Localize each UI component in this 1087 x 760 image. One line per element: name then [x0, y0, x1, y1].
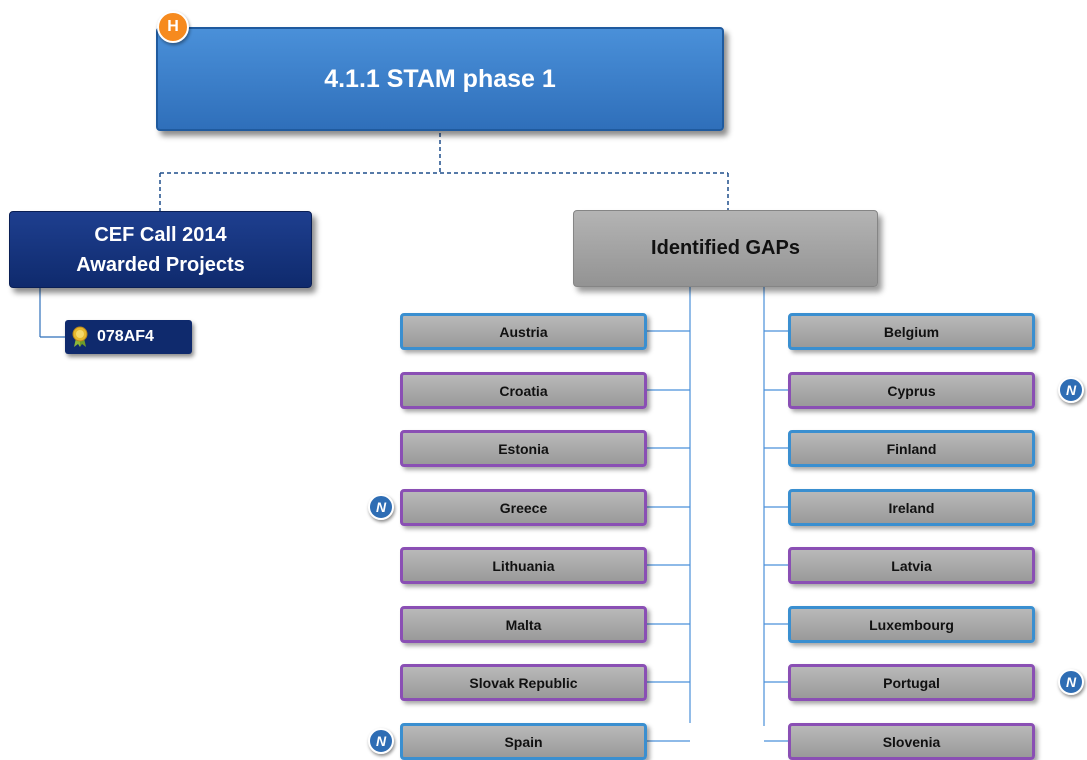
- country-topic-luxembourg[interactable]: Luxembourg: [788, 606, 1035, 643]
- country-label: Malta: [505, 616, 542, 633]
- project-label: 078AF4: [97, 328, 154, 345]
- country-topic-slovenia[interactable]: Slovenia: [788, 723, 1035, 760]
- cef-title-line2: Awarded Projects: [76, 253, 245, 276]
- cef-call-topic[interactable]: CEF Call 2014 Awarded Projects: [9, 211, 312, 288]
- country-label: Austria: [499, 323, 548, 340]
- n-badge-icon: N: [368, 494, 394, 520]
- country-topic-slovak-republic[interactable]: Slovak Republic: [400, 664, 647, 701]
- country-label: Luxembourg: [869, 616, 954, 633]
- country-label: Lithuania: [492, 557, 555, 574]
- country-label: Slovak Republic: [469, 674, 578, 691]
- country-label: Croatia: [499, 382, 548, 399]
- country-label: Cyprus: [887, 382, 936, 399]
- n-badge-icon: N: [368, 728, 394, 754]
- country-label: Finland: [886, 440, 937, 457]
- country-label: Greece: [499, 499, 548, 516]
- cef-title-line1: CEF Call 2014: [94, 223, 227, 246]
- country-label: Ireland: [888, 499, 935, 516]
- country-label: Belgium: [883, 323, 940, 340]
- n-badge-icon: N: [1058, 377, 1084, 403]
- country-label: Portugal: [883, 674, 940, 691]
- country-topic-lithuania[interactable]: Lithuania: [400, 547, 647, 584]
- gaps-title: Identified GAPs: [651, 237, 800, 259]
- h-badge-icon: H: [157, 11, 189, 43]
- country-topic-croatia[interactable]: Croatia: [400, 372, 647, 409]
- country-topic-ireland[interactable]: Ireland: [788, 489, 1035, 526]
- country-topic-finland[interactable]: Finland: [788, 430, 1035, 467]
- country-label: Latvia: [891, 557, 932, 574]
- identified-gaps-topic[interactable]: Identified GAPs: [573, 210, 878, 287]
- root-topic[interactable]: 4.1.1 STAM phase 1: [156, 27, 724, 131]
- country-topic-latvia[interactable]: Latvia: [788, 547, 1035, 584]
- country-label: Estonia: [498, 440, 549, 457]
- country-topic-austria[interactable]: Austria: [400, 313, 647, 350]
- n-badge-icon: N: [1058, 669, 1084, 695]
- country-topic-spain[interactable]: Spain: [400, 723, 647, 760]
- root-title: 4.1.1 STAM phase 1: [324, 64, 556, 93]
- country-topic-portugal[interactable]: Portugal: [788, 664, 1035, 701]
- country-topic-belgium[interactable]: Belgium: [788, 313, 1035, 350]
- award-ribbon-icon: [72, 326, 88, 347]
- country-topic-greece[interactable]: Greece: [400, 489, 647, 526]
- project-topic[interactable]: 078AF4: [65, 320, 192, 354]
- country-label: Slovenia: [882, 733, 941, 750]
- country-topic-estonia[interactable]: Estonia: [400, 430, 647, 467]
- country-topic-malta[interactable]: Malta: [400, 606, 647, 643]
- country-label: Spain: [504, 733, 543, 750]
- country-topic-cyprus[interactable]: Cyprus: [788, 372, 1035, 409]
